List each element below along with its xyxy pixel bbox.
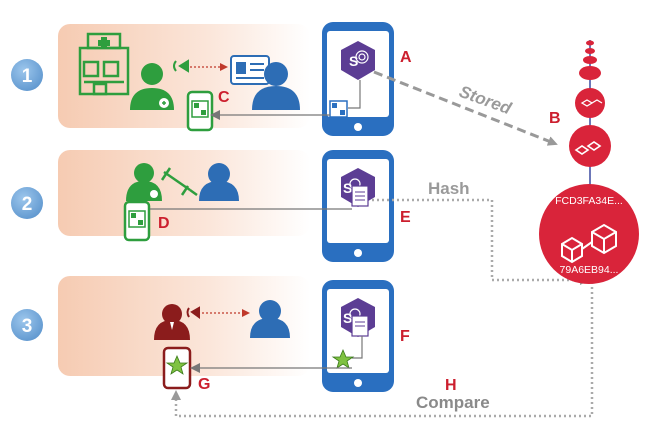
app-logo-s-3: S (343, 310, 352, 326)
label-d: D (158, 215, 170, 232)
step-3-number: 3 (22, 316, 33, 337)
scan-beam-icon (173, 59, 189, 73)
verifier-phone-icon (162, 346, 192, 390)
hash-label: Hash (428, 179, 470, 198)
blockchain-icon (539, 40, 639, 284)
app-logo-s-2: S (343, 180, 352, 196)
label-b: B (549, 110, 561, 127)
step-1-badge: 1 (11, 59, 43, 91)
doctor-phone-icon (123, 200, 151, 242)
pharmacy-phone-icon (186, 90, 214, 132)
step-2-number: 2 (22, 194, 33, 215)
verifier-icon (154, 304, 190, 340)
phone-a-icon: S (322, 22, 394, 136)
step-2-badge: 2 (11, 187, 43, 219)
hash-value-top: FCD3FA34E... (555, 195, 623, 207)
pharmacy-building-icon (78, 32, 130, 96)
verifier-scan-icon (186, 306, 200, 319)
app-logo-s: S (349, 53, 358, 69)
pharmacist-icon (130, 63, 174, 110)
label-e: E (400, 209, 411, 226)
label-h: H (445, 377, 457, 394)
label-c: C (218, 89, 230, 106)
compare-label: Compare (416, 393, 490, 412)
holder-icon (250, 300, 290, 338)
label-f: F (400, 328, 410, 345)
stored-label: Stored (457, 82, 515, 118)
user-icon (252, 62, 300, 110)
hash-arrow (372, 198, 590, 285)
label-a: A (400, 49, 412, 66)
step-3-badge: 3 (11, 309, 43, 341)
id-card-icon (230, 55, 270, 85)
syringe-icon (160, 167, 198, 197)
phone-e-icon: S (322, 150, 394, 262)
phone-f-icon: S (322, 280, 394, 392)
step-1-number: 1 (22, 66, 33, 87)
row1-panel (58, 24, 310, 128)
hash-value-bottom: 79A6EB94... (560, 264, 619, 276)
stored-arrow (373, 70, 558, 146)
compare-arrow (171, 282, 594, 418)
doctor-icon (126, 163, 162, 201)
patient-icon (199, 163, 239, 201)
label-g: G (198, 376, 210, 393)
